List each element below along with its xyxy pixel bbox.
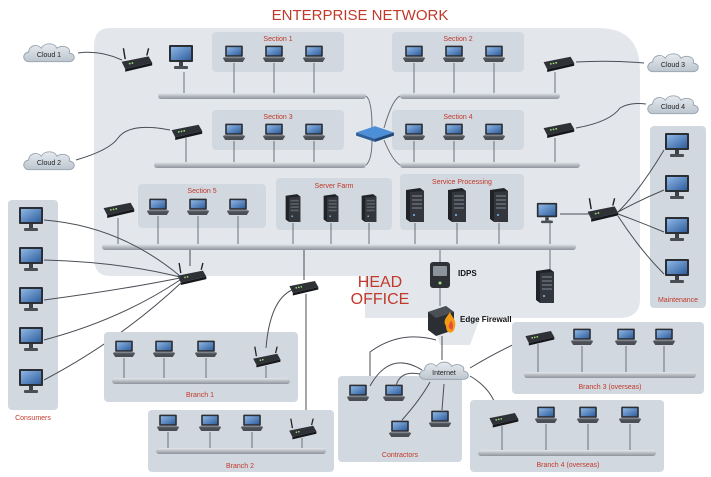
internet-label: Internet (432, 370, 456, 377)
branch-links (265, 250, 307, 420)
laptop-icon (156, 414, 180, 431)
branch-1-label: Branch 1 (186, 392, 214, 399)
laptop-icon (428, 410, 452, 427)
diagram-title: ENTERPRISE NETWORK (272, 7, 449, 24)
laptop-icon (262, 45, 286, 62)
maintenance-links (560, 149, 665, 275)
service-processing-panel: Service Processing (400, 174, 524, 230)
laptop-icon (112, 340, 136, 357)
section-2-panel: Section 2 (392, 32, 524, 72)
cloud-4-label: Cloud 4 (661, 104, 685, 111)
firewall-icon (428, 306, 456, 336)
branch-2-label: Branch 2 (226, 463, 254, 470)
laptop-icon (194, 340, 218, 357)
laptop-icon (382, 384, 406, 401)
laptop-icon (482, 123, 506, 140)
laptop-icon (442, 45, 466, 62)
server-icon (536, 269, 554, 303)
section-4-panel: Section 4 (392, 110, 524, 150)
laptop-icon (402, 123, 426, 140)
laptop-icon (222, 123, 246, 140)
cloud-links (75, 51, 647, 161)
laptop-icon (576, 406, 600, 423)
consumers-panel (8, 200, 58, 410)
maintenance-panel: Maintenance (650, 126, 706, 308)
laptop-icon (146, 198, 170, 215)
contractors-label: Contractors (382, 452, 419, 459)
laptop-icon (262, 123, 286, 140)
branch-4-panel: Branch 4 (overseas) (470, 400, 664, 472)
router-icon (289, 281, 319, 296)
head-office-bus (102, 93, 580, 250)
server-farm-panel: Server Farm (276, 178, 392, 230)
cloud-4: Cloud 4 (647, 95, 699, 115)
laptop-icon (302, 123, 326, 140)
server-icon (406, 188, 424, 222)
branch-2-panel: Branch 2 (148, 410, 334, 472)
server-icon (361, 194, 377, 222)
laptop-icon (652, 328, 676, 345)
section-5-label: Section 5 (187, 188, 216, 195)
server-icon (448, 188, 466, 222)
laptop-icon (618, 406, 642, 423)
section-1-label: Section 1 (263, 36, 292, 43)
laptop-icon (226, 198, 250, 215)
cloud-3-label: Cloud 3 (661, 62, 685, 69)
laptop-icon (402, 45, 426, 62)
laptop-icon (302, 45, 326, 62)
laptop-icon (534, 406, 558, 423)
laptop-icon (614, 328, 638, 345)
laptop-icon (570, 328, 594, 345)
branch-4-label: Branch 4 (overseas) (536, 462, 599, 469)
idps-label: IDPS (458, 269, 477, 278)
server-icon (323, 194, 339, 222)
edge-firewall-label: Edge Firewall (460, 315, 512, 324)
service-processing-label: Service Processing (432, 179, 492, 186)
section-3-label: Section 3 (263, 114, 292, 121)
laptop-icon (186, 198, 210, 215)
head-office-label-line2: OFFICE (351, 291, 410, 308)
cloud-2: Cloud 2 (23, 151, 75, 171)
laptop-icon (442, 123, 466, 140)
section-4-label: Section 4 (443, 114, 472, 121)
laptop-icon (152, 340, 176, 357)
server-icon (490, 188, 508, 222)
server-icon (285, 194, 301, 222)
server-farm-label: Server Farm (315, 183, 354, 190)
laptop-icon (222, 45, 246, 62)
laptop-icon (240, 414, 264, 431)
maintenance-label: Maintenance (658, 297, 698, 304)
section-5-panel: Section 5 (138, 184, 266, 228)
laptop-icon (346, 384, 370, 401)
section-3-panel: Section 3 (212, 110, 344, 150)
section-2-label: Section 2 (443, 36, 472, 43)
contractors-panel: Contractors (338, 376, 462, 462)
branch-3-label: Branch 3 (overseas) (578, 384, 641, 391)
bus-drops (117, 63, 556, 270)
cloud-1: Cloud 1 (23, 43, 75, 63)
laptop-icon (482, 45, 506, 62)
consumers-label: Consumers (15, 415, 51, 422)
section-1-panel: Section 1 (212, 32, 344, 72)
idps-device (430, 262, 450, 288)
laptop-icon (198, 414, 222, 431)
cloud-1-label: Cloud 1 (37, 52, 61, 59)
cloud-2-label: Cloud 2 (37, 160, 61, 167)
cloud-3: Cloud 3 (647, 53, 699, 73)
head-office-label-line1: HEAD (358, 274, 402, 291)
internet-cloud: Internet (419, 361, 469, 380)
laptop-icon (388, 420, 412, 437)
branch-3-panel: Branch 3 (overseas) (512, 322, 704, 394)
branch-1-panel: Branch 1 (104, 332, 298, 402)
